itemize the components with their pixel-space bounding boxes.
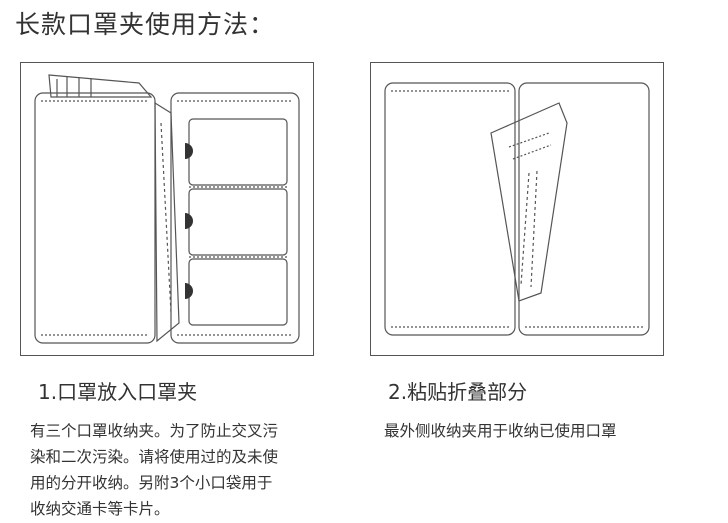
mask-folder-illustration-open	[34, 74, 300, 344]
step-1-line: 有三个口罩收纳夹。为了防止交叉污	[30, 422, 279, 440]
page-title: 长款口罩夹使用方法：	[15, 10, 276, 39]
step-1-line: 用的分开收纳。另附3个小口袋用于	[30, 474, 273, 492]
step-2-description: 最外侧收纳夹用于收纳已使用口罩	[384, 418, 704, 444]
step-1-line: 收纳交通卡等卡片。	[30, 500, 170, 518]
step-1-description: 有三个口罩收纳夹。为了防止交叉污 染和二次污染。请将使用过的及未使 用的分开收纳…	[30, 418, 330, 522]
step-1-heading: 1.口罩放入口罩夹	[38, 380, 198, 404]
illustration-step-1	[20, 62, 314, 356]
step-2-heading: 2.粘贴折叠部分	[388, 380, 528, 404]
step-1-line: 染和二次污染。请将使用过的及未使	[30, 448, 279, 466]
mask-folder-illustration-fold	[384, 82, 650, 336]
illustration-step-2	[370, 62, 664, 356]
step-2-line: 最外侧收纳夹用于收纳已使用口罩	[384, 422, 617, 440]
